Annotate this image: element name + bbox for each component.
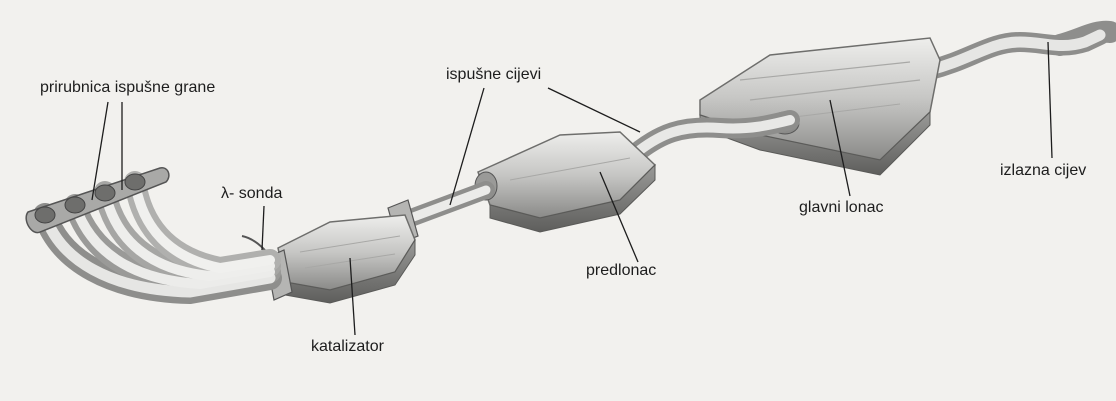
label-lambda-sensor: λ- sonda	[221, 185, 282, 203]
leader-outlet	[1048, 42, 1052, 158]
label-exhaust-pipes: ispušne cijevi	[446, 66, 541, 84]
outlet-pipe	[930, 32, 1110, 70]
label-manifold-flange: prirubnica ispušne grane	[40, 79, 215, 97]
label-main-muffler: glavni lonac	[799, 199, 884, 217]
label-catalyst: katalizator	[311, 338, 384, 356]
pre-muffler	[475, 132, 655, 232]
catalytic-converter	[266, 215, 415, 303]
label-pre-muffler: predlonac	[586, 262, 656, 280]
leader-lambda	[262, 206, 264, 250]
label-outlet-pipe: izlazna cijev	[1000, 162, 1086, 180]
main-muffler	[700, 38, 940, 175]
leader-pipes-2	[548, 88, 640, 132]
